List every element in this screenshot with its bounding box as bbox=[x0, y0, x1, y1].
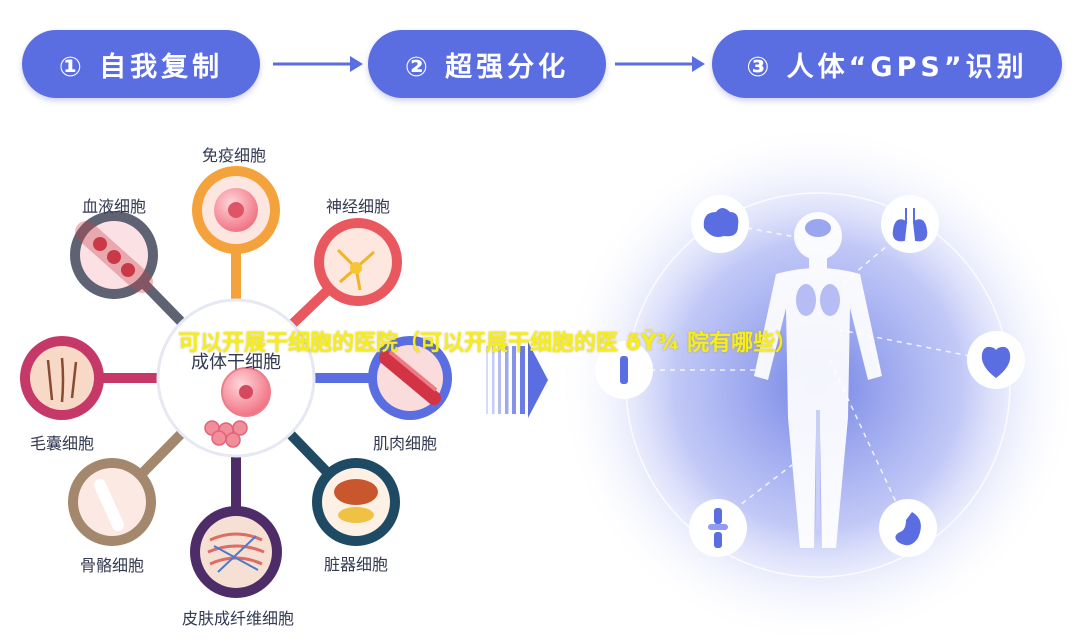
blood-cell-node bbox=[70, 211, 158, 299]
step-1-pill: ① 自我复制 bbox=[22, 30, 260, 98]
organ-cell-node bbox=[312, 458, 400, 546]
arrow-right-icon bbox=[273, 56, 363, 72]
immune-cell-label: 免疫细胞 bbox=[201, 146, 267, 165]
hair-follicle-node bbox=[20, 336, 104, 420]
skin-fibroblast-label: 皮肤成纤维细胞 bbox=[181, 609, 295, 628]
step-3-label: ③ 人体“GPS”识别 bbox=[746, 51, 1028, 83]
bone-cell-label: 骨骼细胞 bbox=[79, 556, 145, 575]
transition-arrow-icon bbox=[486, 342, 548, 418]
organ-cell-label: 脏器细胞 bbox=[323, 555, 389, 574]
lungs-icon bbox=[881, 195, 939, 253]
stomach-icon bbox=[879, 499, 937, 557]
nerve-cell-node bbox=[314, 218, 402, 306]
immune-cell-node bbox=[192, 166, 280, 254]
step-3-pill: ③ 人体“GPS”识别 bbox=[712, 30, 1062, 98]
step-2-pill: ② 超强分化 bbox=[368, 30, 606, 98]
cell-cluster-icon bbox=[204, 420, 248, 448]
heart-icon bbox=[967, 331, 1025, 389]
skin-fibroblast-node bbox=[190, 506, 282, 598]
brain-icon bbox=[691, 195, 749, 253]
center-label: 成体干细胞 bbox=[191, 352, 281, 373]
overlay-caption: 可以开展干细胞的医院（可以开展干细胞的医 ðŸ¾ 院有哪些） bbox=[178, 331, 798, 356]
knee-joint-icon bbox=[689, 499, 747, 557]
bone-icon bbox=[595, 341, 653, 399]
muscle-cell-label: 肌肉细胞 bbox=[372, 434, 438, 453]
nerve-cell-label: 神经细胞 bbox=[325, 197, 391, 216]
blood-cell-label: 血液细胞 bbox=[81, 197, 147, 216]
arrow-right-icon bbox=[615, 56, 705, 72]
muscle-cell-node bbox=[368, 336, 452, 420]
bone-cell-node bbox=[68, 458, 156, 546]
step-1-label: ① 自我复制 bbox=[58, 51, 224, 83]
step-2-label: ② 超强分化 bbox=[404, 51, 570, 83]
hair-follicle-label: 毛囊细胞 bbox=[29, 434, 95, 453]
body-organs bbox=[796, 219, 840, 530]
